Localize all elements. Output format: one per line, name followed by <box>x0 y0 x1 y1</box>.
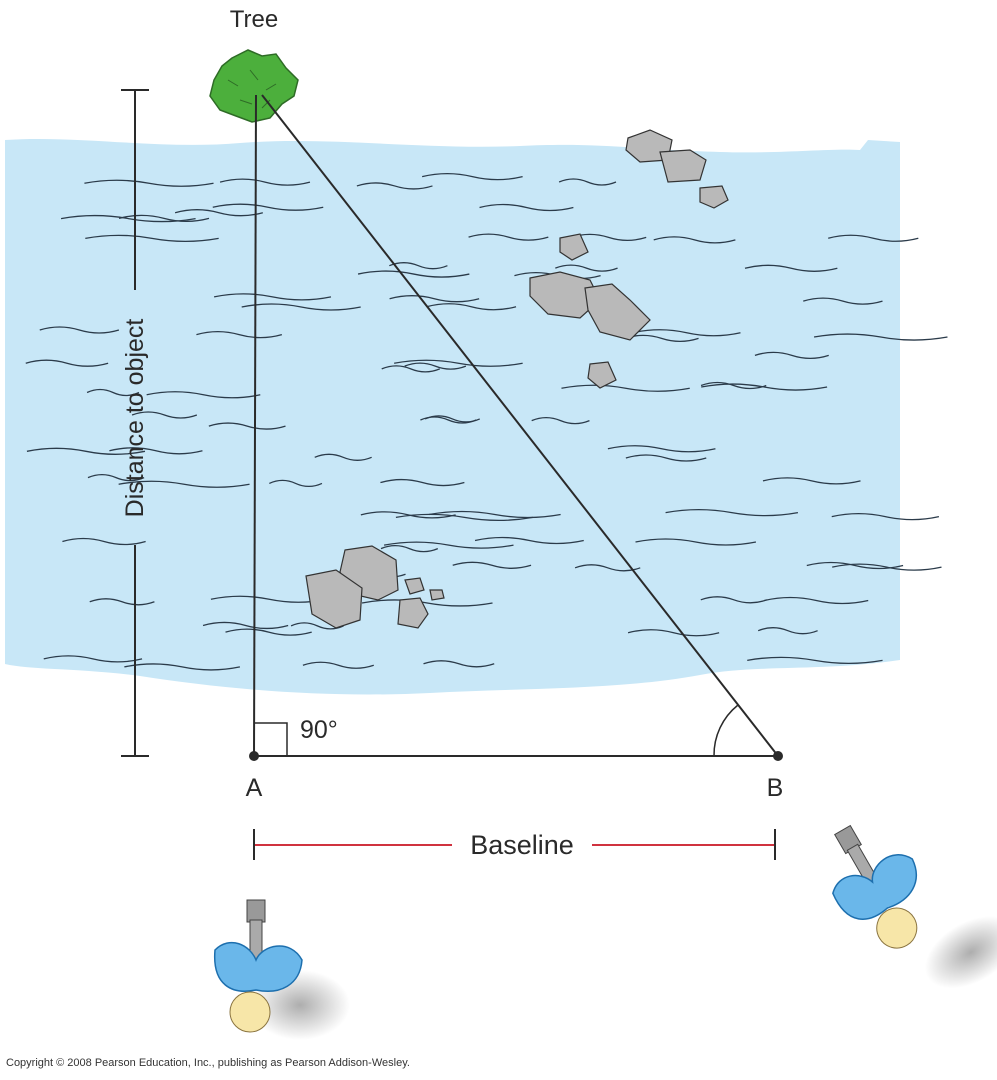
wave-line <box>555 264 618 272</box>
distance-bracket <box>121 89 149 757</box>
rocks <box>305 129 729 629</box>
wave-line <box>700 596 768 604</box>
wave-line <box>380 544 439 553</box>
wave-line <box>213 293 332 301</box>
wave-line <box>84 179 214 187</box>
wave-line <box>428 510 561 519</box>
wave-line <box>202 621 289 630</box>
wave-line <box>87 473 145 482</box>
copyright-notice: Copyright © 2008 Pearson Education, Inc.… <box>6 1057 410 1069</box>
wave-line <box>653 236 736 244</box>
wave-line <box>806 561 904 570</box>
observer-a-icon <box>214 899 350 1040</box>
wave-line <box>269 479 323 488</box>
baseline-label: Baseline <box>470 830 574 860</box>
wave-line <box>574 564 641 572</box>
wave-line <box>241 303 361 311</box>
wave-line <box>43 655 143 663</box>
wave-line <box>570 233 647 242</box>
wave-line <box>762 477 861 485</box>
wave-line <box>813 333 948 341</box>
wave-line <box>632 329 741 337</box>
tree-label: Tree <box>230 6 278 33</box>
observer-b-icon <box>832 824 997 989</box>
wave-line <box>627 629 720 637</box>
triangulation-lines <box>253 94 779 757</box>
wave-line <box>302 661 374 669</box>
wave-line <box>146 391 261 399</box>
wave-line <box>389 262 448 270</box>
wave-line <box>420 416 477 424</box>
wave-line <box>395 513 534 522</box>
wave-line <box>803 297 883 305</box>
distance-label: Distance to object <box>121 319 149 518</box>
wave-line <box>474 536 584 545</box>
wave-line <box>757 627 818 635</box>
tree-icon <box>209 49 299 123</box>
wave-line <box>212 203 324 211</box>
wave-line <box>383 541 514 549</box>
wave-line <box>25 359 109 367</box>
wave-line <box>700 381 767 390</box>
wave-line <box>832 563 942 571</box>
wave-line <box>26 447 146 455</box>
wave-line <box>89 598 155 606</box>
wave-line <box>747 656 883 664</box>
wave-line <box>118 214 210 223</box>
wave-line <box>361 599 493 607</box>
wave-line <box>357 270 470 278</box>
wave-line <box>389 295 480 303</box>
wave-line <box>423 660 495 668</box>
baseline-bracket <box>253 829 776 860</box>
wave-line <box>404 362 467 370</box>
wave-line <box>196 330 283 339</box>
wave-line <box>86 388 140 397</box>
wave-line <box>468 233 549 241</box>
wave-line <box>356 182 433 190</box>
point-b-label: B <box>767 774 784 802</box>
point-a-label: A <box>246 774 263 802</box>
wave-line <box>124 663 241 671</box>
wave-line <box>314 453 372 461</box>
wave-line <box>62 537 146 546</box>
wave-line <box>39 326 120 334</box>
wave-line <box>109 447 203 455</box>
wave-line <box>754 351 829 359</box>
point-b-marker <box>773 751 783 761</box>
wave-line <box>360 511 456 519</box>
wave-line <box>744 264 838 272</box>
point-a-marker <box>249 751 259 761</box>
wave-line <box>479 203 574 212</box>
wave-line <box>607 445 716 453</box>
wave-line <box>665 509 799 517</box>
wave-line <box>764 596 869 605</box>
water-waves <box>25 172 948 671</box>
wave-line <box>118 480 250 488</box>
wave-line <box>701 383 828 391</box>
wave-line <box>131 411 198 419</box>
wave-line <box>558 178 617 186</box>
angle-label: 90° <box>300 716 338 744</box>
wave-line <box>174 209 263 217</box>
wave-line <box>426 303 517 311</box>
wave-line <box>225 628 312 636</box>
wave-line <box>85 234 219 242</box>
wave-line <box>208 422 286 430</box>
wave-line <box>421 172 523 181</box>
wave-line <box>452 561 532 569</box>
river <box>5 138 900 695</box>
wave-line <box>624 334 699 343</box>
wave-line <box>381 365 441 373</box>
wave-line <box>219 178 311 186</box>
wave-line <box>828 234 919 242</box>
wave-line <box>625 454 707 462</box>
wave-line <box>380 478 465 487</box>
wave-line <box>831 512 940 521</box>
wave-line <box>561 384 690 392</box>
wave-line <box>531 416 590 425</box>
wave-line <box>394 359 523 367</box>
wave-line <box>635 538 757 546</box>
